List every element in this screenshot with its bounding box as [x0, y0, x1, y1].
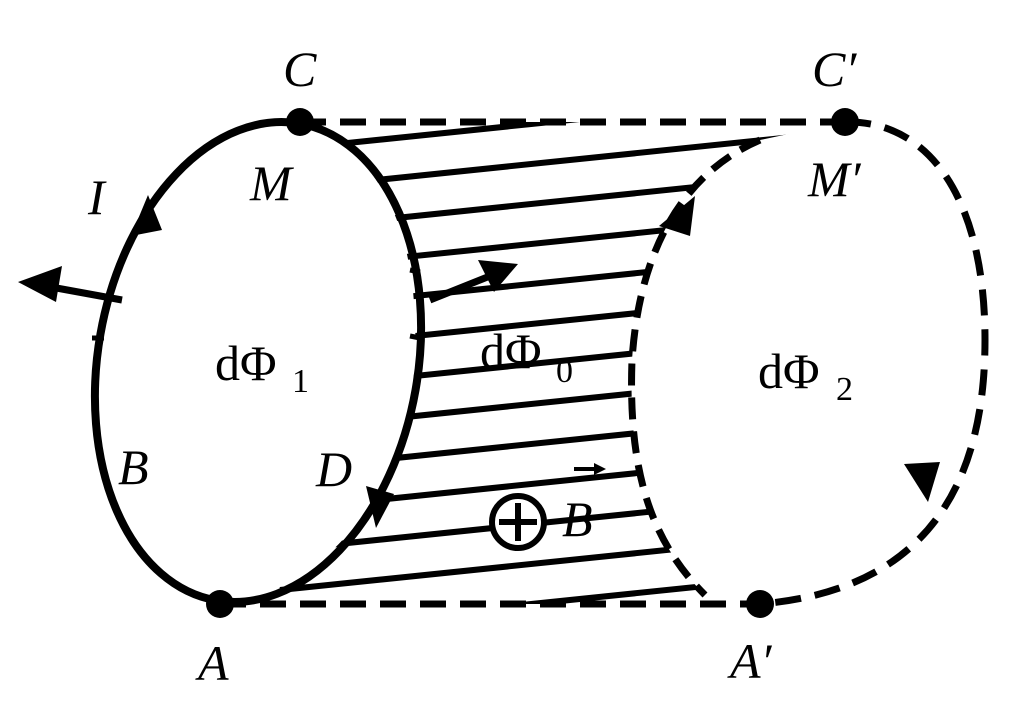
svg-text:0: 0 — [556, 353, 573, 390]
label-D: D — [315, 441, 352, 497]
svg-text:2: 2 — [836, 371, 853, 408]
flux-label-1: dΦ 1 — [215, 335, 309, 400]
current-arrow-I — [131, 195, 162, 236]
point-A — [206, 590, 234, 618]
far-loop — [759, 118, 989, 608]
flux-label-0: dΦ 0 — [480, 323, 573, 390]
label-C-prime: C′ — [812, 41, 857, 97]
b-vector-arrow — [574, 463, 606, 475]
svg-text:dΦ: dΦ — [758, 343, 820, 399]
label-I: I — [87, 169, 107, 225]
label-M: M — [249, 155, 294, 211]
b-field-into-page-symbol — [489, 493, 547, 551]
point-C — [286, 108, 314, 136]
band-inner-boundary — [628, 136, 762, 598]
svg-text:1: 1 — [292, 363, 309, 400]
label-A: A — [195, 635, 229, 691]
point-C-prime — [831, 108, 859, 136]
flux-label-2: dΦ 2 — [758, 343, 853, 408]
svg-text:dΦ: dΦ — [480, 323, 542, 379]
band-flow-arrow — [428, 260, 518, 304]
normal-arrow — [18, 266, 123, 304]
arrow-at-D — [366, 486, 394, 528]
svg-text:dΦ: dΦ — [215, 335, 277, 391]
label-B-field: B — [562, 491, 593, 547]
far-loop-arrow — [904, 462, 940, 502]
label-M-prime: M′ — [807, 151, 862, 207]
inner-boundary-arrow — [659, 196, 695, 236]
label-B: B — [118, 439, 149, 495]
loop-ticks — [92, 267, 421, 341]
point-A-prime — [746, 590, 774, 618]
label-C: C — [283, 41, 317, 97]
label-A-prime: A′ — [727, 633, 773, 689]
